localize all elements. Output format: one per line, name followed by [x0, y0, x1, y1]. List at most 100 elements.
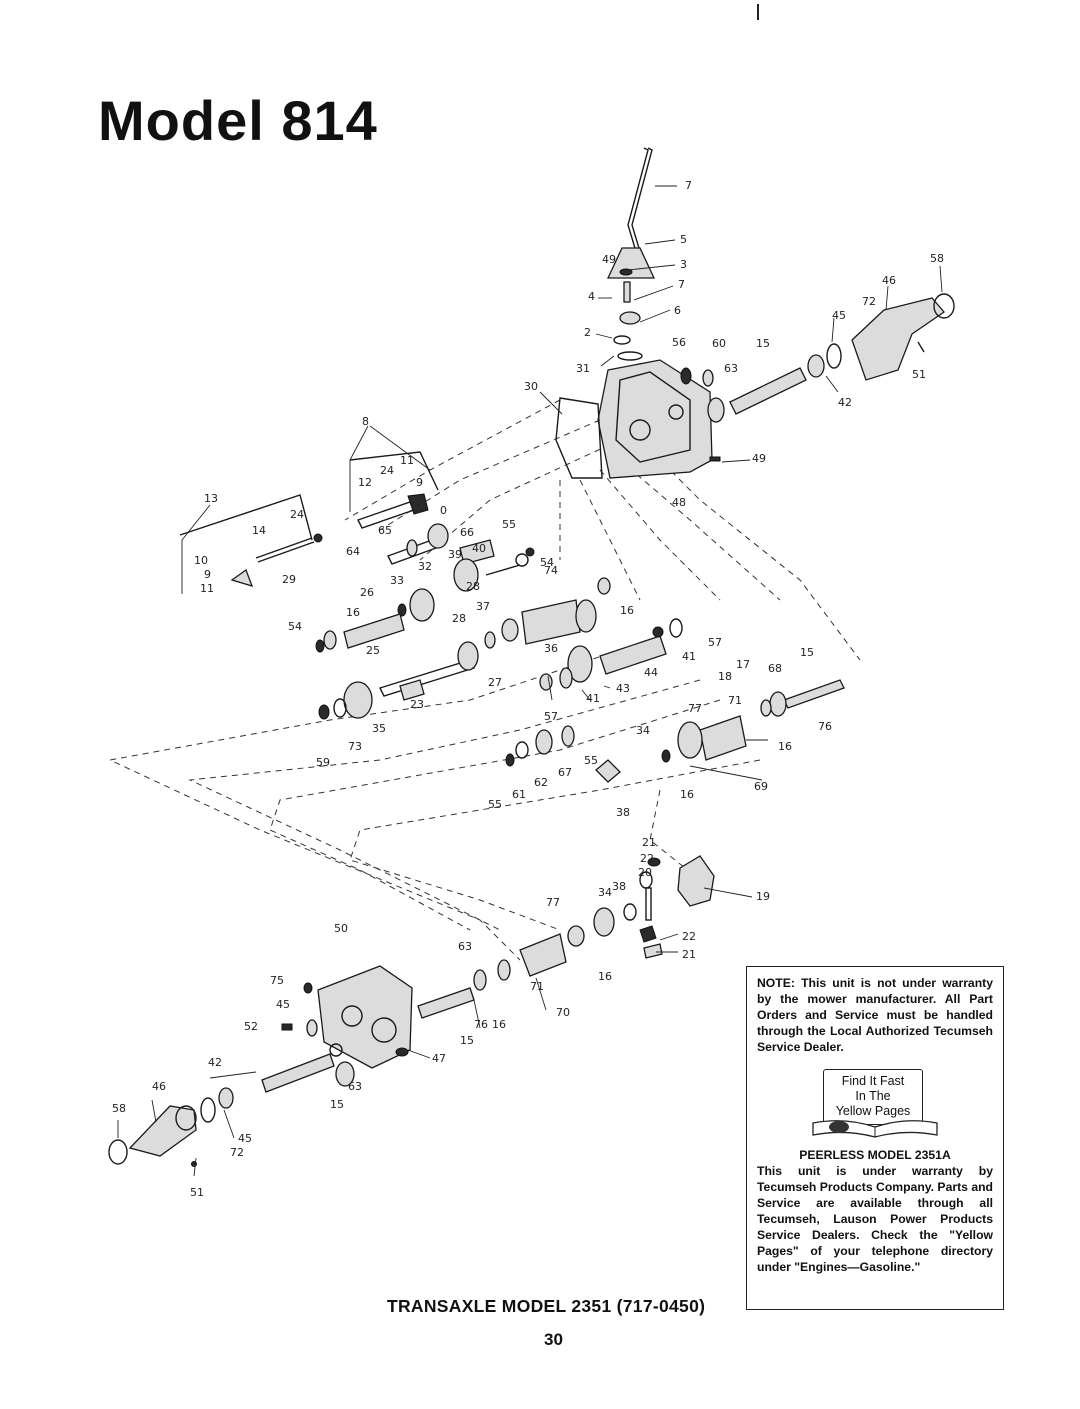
callout: 16 — [492, 1018, 506, 1031]
callout: 34 — [636, 724, 650, 737]
callout: 72 — [230, 1146, 244, 1159]
callout: 32 — [418, 560, 432, 573]
callout: 34 — [598, 886, 612, 899]
callout: 59 — [316, 756, 330, 769]
callout: 19 — [756, 890, 770, 903]
callout: 38 — [616, 806, 630, 819]
callout: 20 — [638, 866, 652, 879]
callout: 58 — [112, 1102, 126, 1115]
callout: 3 — [680, 258, 687, 271]
callout: 68 — [768, 662, 782, 675]
callout: 7 — [685, 179, 692, 192]
callout: 42 — [838, 396, 852, 409]
callout: 9 — [204, 568, 211, 581]
callout: 57 — [544, 710, 558, 723]
callout: 27 — [488, 676, 502, 689]
margin-tick-mark — [757, 4, 759, 20]
callout: 16 — [778, 740, 792, 753]
callout: 57 — [708, 636, 722, 649]
callout: 75 — [270, 974, 284, 987]
callout: 8 — [362, 415, 369, 428]
callout: 49 — [602, 253, 616, 266]
callout: 63 — [458, 940, 472, 953]
callout: 49 — [752, 452, 766, 465]
callout: 10 — [194, 554, 208, 567]
callout: 11 — [400, 454, 414, 467]
callout: 35 — [372, 722, 386, 735]
callout: 21 — [682, 948, 696, 961]
callout: 51 — [912, 368, 926, 381]
callout: 5 — [680, 233, 687, 246]
callout: 74 — [544, 564, 558, 577]
callout: 16 — [680, 788, 694, 801]
callout: 37 — [476, 600, 490, 613]
callout: 45 — [832, 309, 846, 322]
callout: 62 — [534, 776, 548, 789]
callout: 15 — [800, 646, 814, 659]
callout: 64 — [346, 545, 360, 558]
callout: 46 — [152, 1080, 166, 1093]
diagram-caption: TRANSAXLE MODEL 2351 (717-0450) — [387, 1296, 706, 1316]
callout: 72 — [862, 295, 876, 308]
assembly-guide-lines — [108, 399, 861, 961]
callout: 16 — [346, 606, 360, 619]
callout: 63 — [348, 1080, 362, 1093]
callout: 13 — [204, 492, 218, 505]
open-book-icon — [812, 1120, 938, 1138]
callout: 15 — [460, 1034, 474, 1047]
callout: 17 — [736, 658, 750, 671]
callout: 9 — [416, 476, 423, 489]
callout: 22 — [682, 930, 696, 943]
callout: 46 — [882, 274, 896, 287]
callout: 31 — [576, 362, 590, 375]
peerless-model-title: PEERLESS MODEL 2351A — [799, 1148, 951, 1162]
callout: 7 — [678, 278, 685, 291]
callout: 30 — [524, 380, 538, 393]
callout: 47 — [432, 1052, 446, 1065]
callout: 71 — [530, 980, 544, 993]
callout: 73 — [348, 740, 362, 753]
callout: 6 — [674, 304, 681, 317]
callout: 38 — [612, 880, 626, 893]
callout: 70 — [556, 1006, 570, 1019]
page-number: 30 — [544, 1330, 563, 1349]
callout: 55 — [488, 798, 502, 811]
warranty-note-box: NOTE: This unit is not under warranty by… — [746, 966, 1004, 1310]
callout: 15 — [330, 1098, 344, 1111]
logo-line: Find It Fast — [841, 1074, 905, 1088]
callout: 69 — [754, 780, 768, 793]
callout: 55 — [502, 518, 516, 531]
callout: 65 — [378, 524, 392, 537]
callout: 16 — [598, 970, 612, 983]
callout: 71 — [728, 694, 742, 707]
callout: 15 — [756, 337, 770, 350]
callout: 63 — [724, 362, 738, 375]
callout: 22 — [640, 852, 654, 865]
callout: 4 — [588, 290, 595, 303]
callout: 54 — [288, 620, 302, 633]
gear-train-assembly — [179, 451, 845, 783]
callout: 25 — [366, 644, 380, 657]
callout: 2 — [584, 326, 591, 339]
callout: 76 — [818, 720, 832, 733]
callout: 56 — [672, 336, 686, 349]
callout: 21 — [642, 836, 656, 849]
lower-housing-assembly — [108, 855, 715, 1177]
upper-housing-assembly — [555, 147, 955, 479]
callout: 39 — [448, 548, 462, 561]
callout: 67 — [558, 766, 572, 779]
callout: 36 — [544, 642, 558, 655]
callout: 77 — [546, 896, 560, 909]
callout: 28 — [452, 612, 466, 625]
warranty-note: NOTE: This unit is not under warranty by… — [757, 976, 993, 1054]
callout: 24 — [290, 508, 304, 521]
callout: 26 — [360, 586, 374, 599]
callout: 45 — [238, 1132, 252, 1145]
callout: 18 — [718, 670, 732, 683]
callout: 11 — [200, 582, 214, 595]
callout: 41 — [586, 692, 600, 705]
callout: 28 — [466, 580, 480, 593]
callout: 44 — [644, 666, 658, 679]
callout: 40 — [472, 542, 486, 555]
callout: 12 — [358, 476, 372, 489]
